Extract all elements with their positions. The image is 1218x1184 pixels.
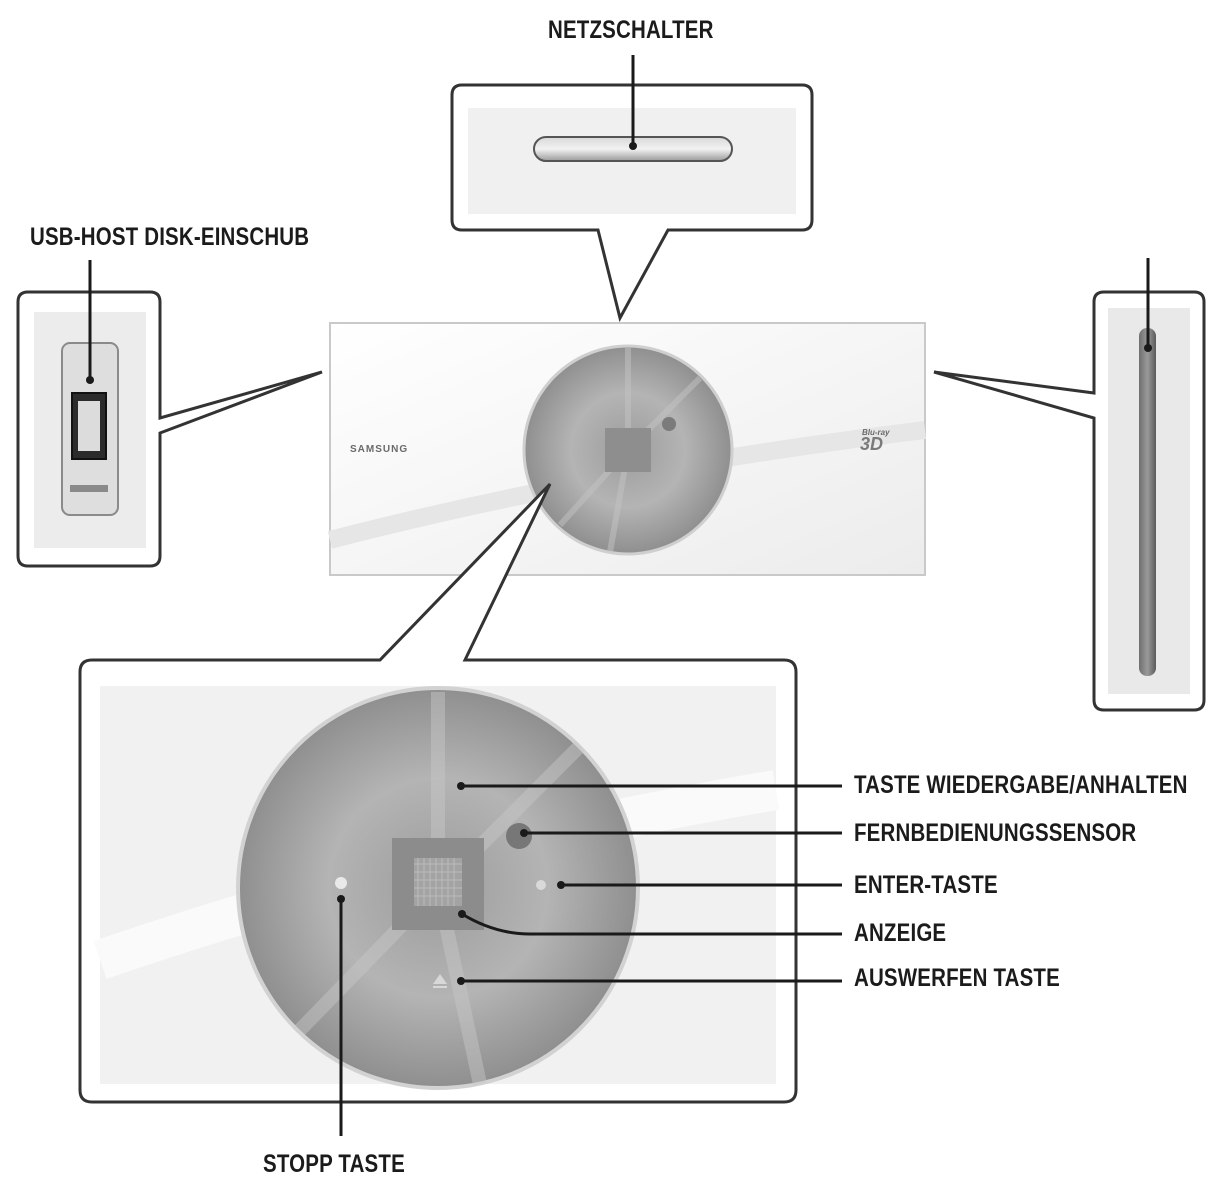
callout-disc-detail [78, 482, 798, 1104]
eject-button[interactable] [433, 974, 447, 984]
label-auswerfen-taste: AUSWERFEN TASTE [854, 964, 1060, 992]
bluray-logo-3d: 3D [860, 434, 884, 454]
label-taste-wiedergabe-anhalten: TASTE WIEDERGABE/ANHALTEN [854, 771, 1188, 799]
label-enter-taste: ENTER-TASTE [854, 871, 998, 899]
stop-button[interactable] [335, 877, 347, 889]
label-netzschalter: NETZSCHALTER [548, 16, 714, 44]
label-anzeige: ANZEIGE [854, 919, 947, 947]
player-front [327, 322, 927, 576]
brand-logo: SAMSUNG [350, 444, 409, 455]
enter-button[interactable] [536, 880, 546, 890]
leader-lines [339, 784, 842, 1136]
callout-power [450, 55, 814, 323]
callout-usb [16, 260, 323, 568]
bluray-logo-top: Blu-ray [862, 428, 890, 437]
callout-disc-slot [933, 258, 1206, 712]
label-stopp-taste: STOPP TASTE [263, 1150, 405, 1178]
remote-sensor [506, 823, 532, 849]
sensor-small [662, 417, 676, 431]
label-fernbedienungssensor: FERNBEDIENUNGSSENSOR [854, 819, 1137, 847]
disc-slot[interactable] [1139, 328, 1156, 676]
label-usb-host-disk-einschub: USB-HOST DISK-EINSCHUB [30, 223, 310, 251]
display-small [605, 428, 651, 472]
